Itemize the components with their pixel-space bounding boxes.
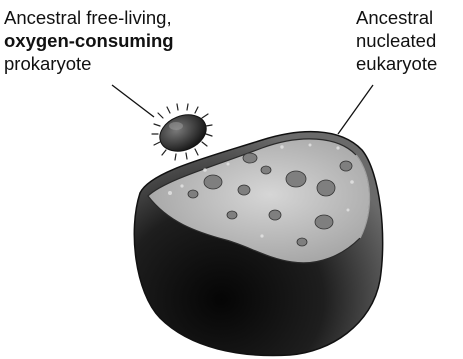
eukaryote-pointer-line	[338, 85, 373, 134]
prokaryote-cell	[152, 104, 212, 160]
eukaryote-cell	[134, 132, 382, 356]
prokaryote-pointer-line	[112, 85, 154, 117]
